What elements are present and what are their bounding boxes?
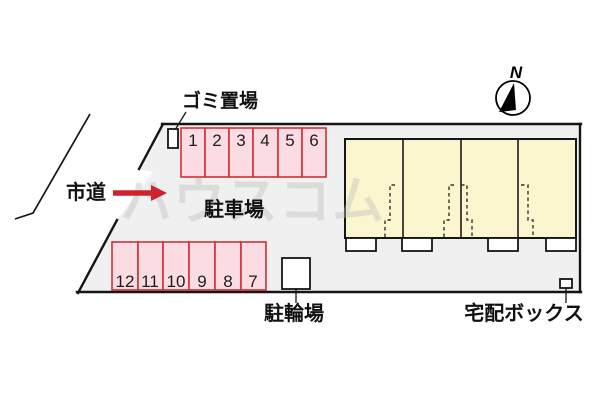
parking-space-11 [137,241,164,291]
parking-space-label: 10 [167,272,186,291]
road-label: 市道 [66,180,106,204]
delivery-box-label: 宅配ボックス [464,301,583,325]
parking-space-8 [214,241,242,291]
building-porch [545,237,577,252]
unit-entry-dashed [443,184,454,237]
parking-space-label: 5 [285,131,294,150]
garbage-pointer-line [174,111,187,131]
parking-space-12 [111,241,139,291]
parking-space-4 [252,127,279,178]
garbage-box [167,128,179,149]
road-edge-line [14,113,91,220]
parking-row-bottom: 12 11 10 9 8 7 [111,241,267,291]
road-arrow [113,185,167,201]
parking-space-6 [301,127,327,178]
north-label: N [510,63,523,82]
unit-entry-dashed [384,184,395,237]
parking-space-label: 6 [309,131,318,150]
garbage-area-label: ゴミ置場 [182,89,258,112]
building-porch [345,237,377,252]
parking-space-label: 9 [197,272,206,291]
delivery-box [559,278,573,289]
building-porch [487,237,519,252]
watermark-text: ハウスコム [120,173,385,231]
bicycle-parking-label: 駐輪場 [264,301,324,325]
road-arrow-head [151,185,167,201]
parking-space-9 [188,241,216,291]
parking-space-1 [180,127,206,178]
compass: N [495,63,531,116]
parking-space-label: 7 [248,272,257,291]
parking-lot-label: 駐車場 [204,197,264,221]
site-border [75,122,583,295]
parking-space-label: 2 [212,131,221,150]
parking-space-10 [162,241,190,291]
unit-entry-dashed [521,184,534,236]
parking-space-label: 1 [188,131,197,150]
unit-entry-dashed [461,184,473,237]
parking-space-2 [204,127,230,178]
parking-space-label: 4 [260,131,269,150]
parking-space-label: 12 [116,272,135,291]
parking-space-label: 3 [236,131,245,150]
parking-space-label: 11 [141,272,159,291]
parking-space-label: 8 [223,272,232,291]
building-porch [401,237,433,252]
parking-row-top: 1 2 3 4 5 6 [180,127,327,178]
parking-space-7 [240,241,267,291]
compass-needle [499,83,516,112]
bicycle-parking-box [281,257,311,290]
